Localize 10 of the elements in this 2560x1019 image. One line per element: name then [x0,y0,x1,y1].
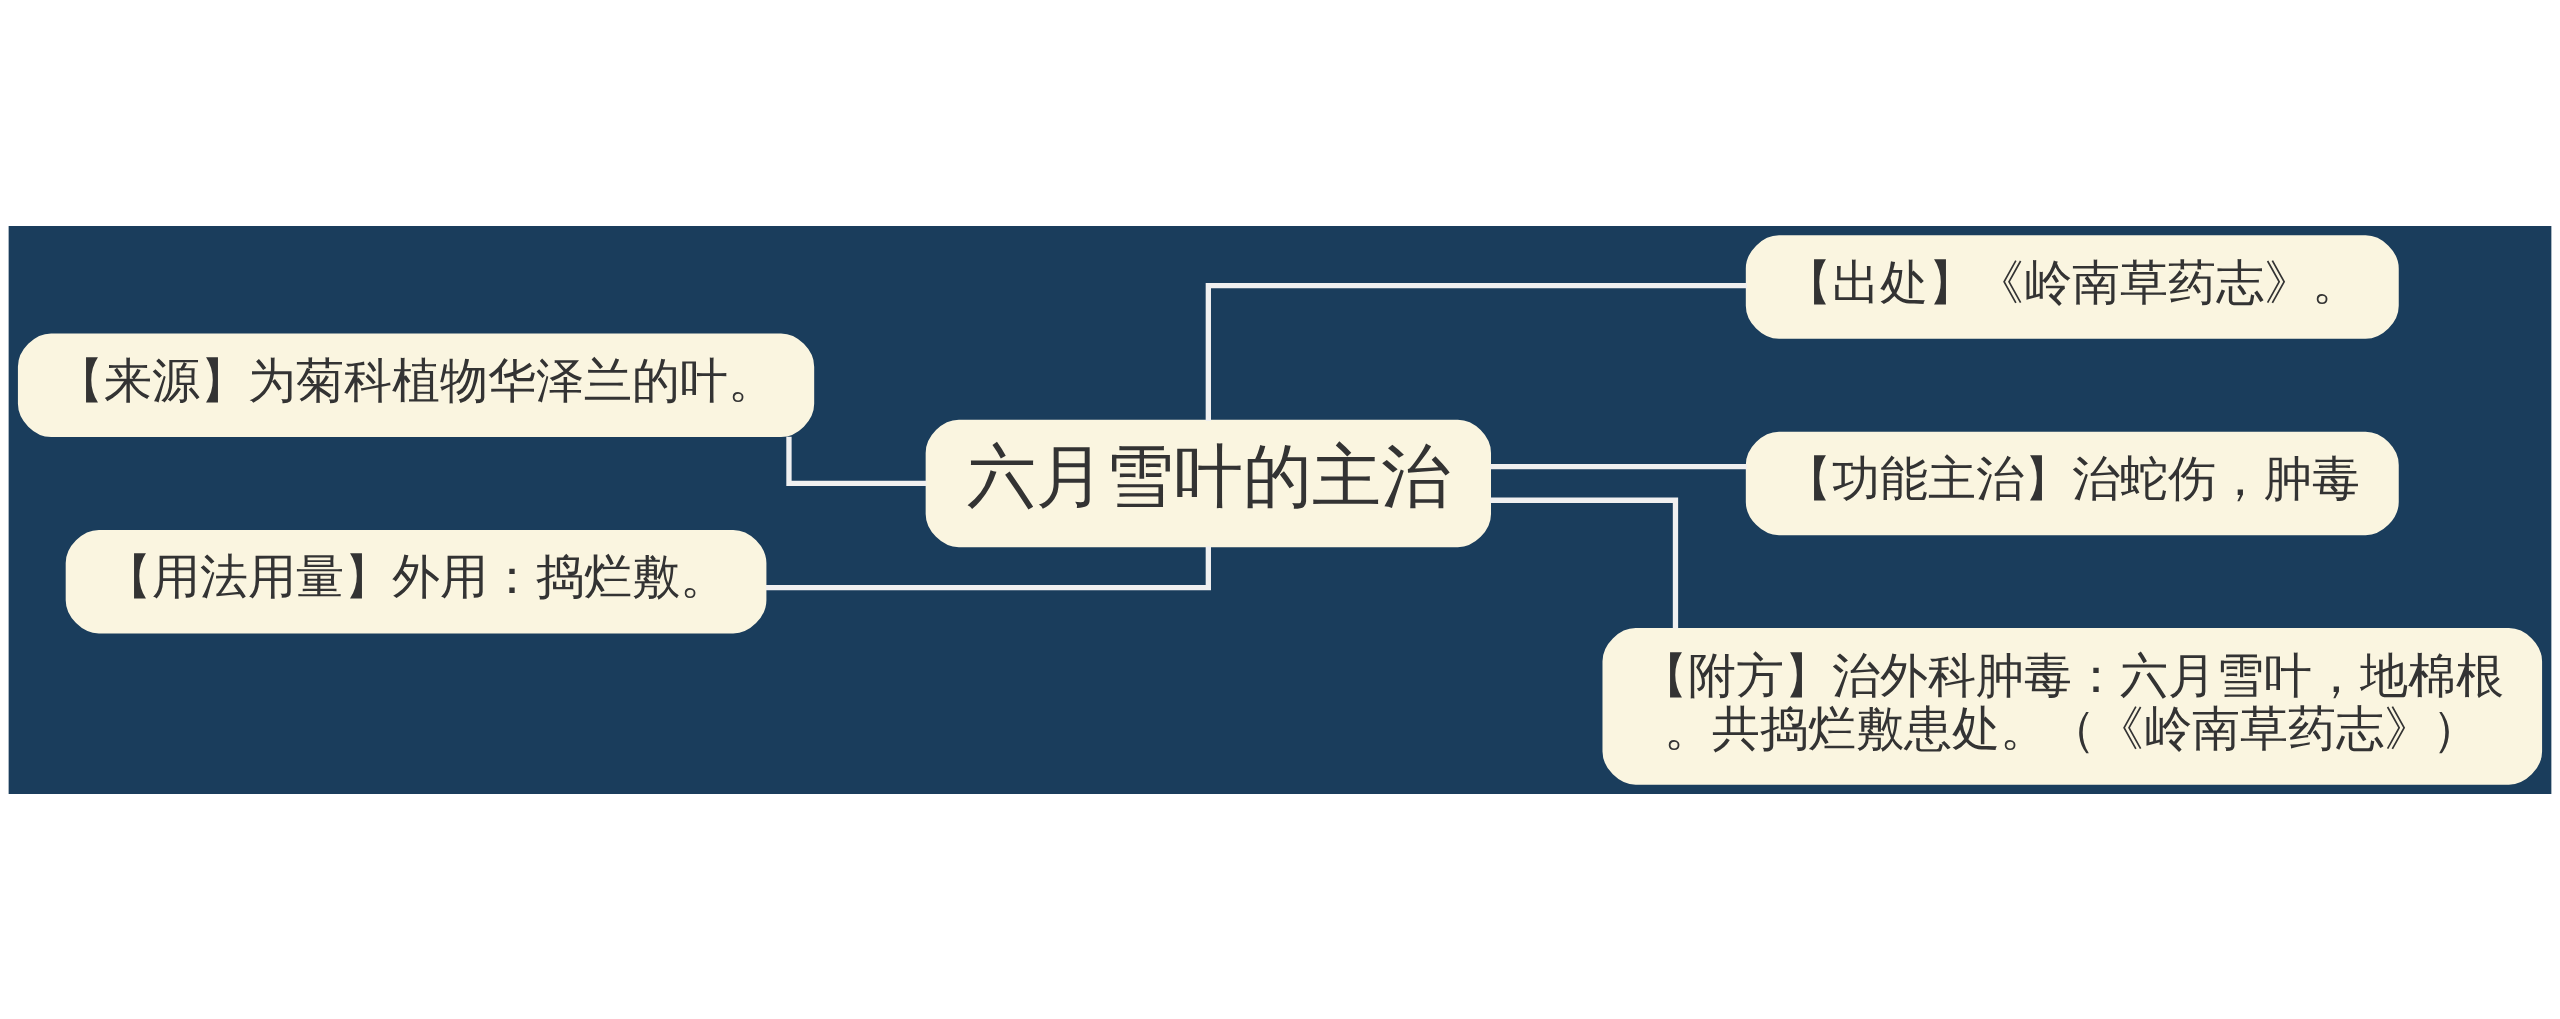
node-box: 【附方】治外科肿毒：六月雪叶，地棉根。共捣烂敷患处。（《岭南草药志》） [1602,627,2543,785]
node-box: 【出处】《岭南草药志》。 [1745,234,2399,339]
connector [786,436,927,486]
node-box: 【功能主治】治蛇伤，肿毒 [1745,431,2399,535]
node-box: 【用法用量】外用：捣烂敷。 [65,529,767,633]
node-box: 六月雪叶的主治 [925,419,1491,547]
node-box: 【来源】为菊科植物华泽兰的叶。 [17,333,815,437]
connector [1490,497,1679,628]
connector [1490,463,1747,469]
connector [1205,282,1747,421]
